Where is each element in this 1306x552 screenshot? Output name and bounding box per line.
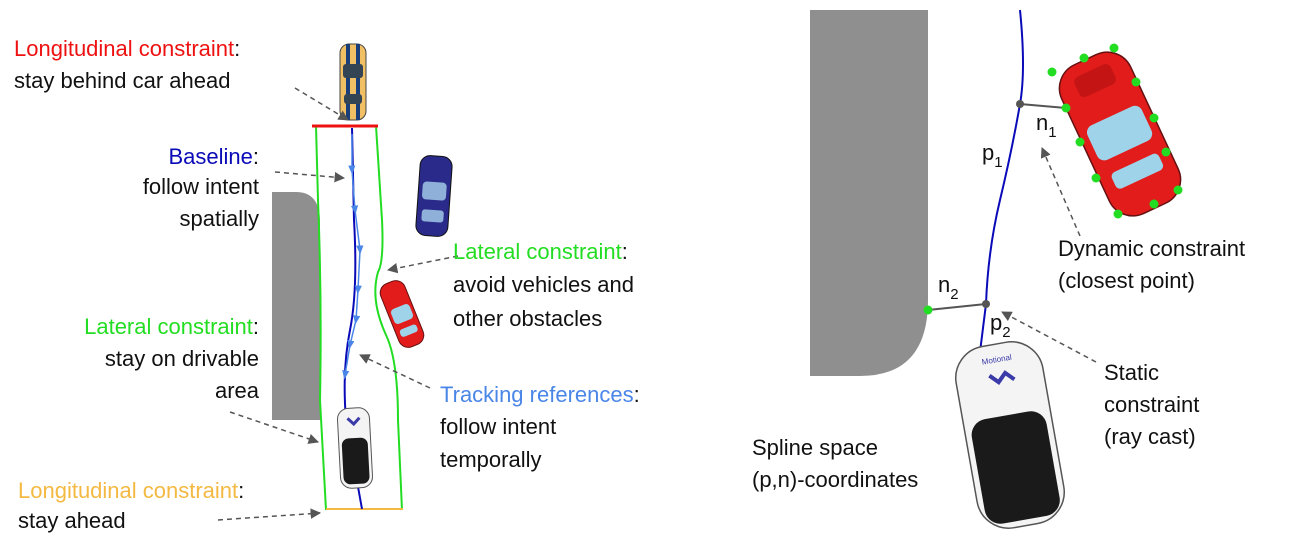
static-obstacle-block [810,10,928,376]
car-ahead-icon [339,43,367,121]
dynamic-contour-points [1047,43,1183,219]
label-baseline: Baseline: [168,144,259,169]
label-lateral-drivable-desc-2: area [215,378,260,403]
label-p1: p1 [982,140,1003,171]
spline-point-p1 [1016,100,1024,108]
label-baseline-desc-1: follow intent [143,174,259,199]
static-contact-point [923,305,933,315]
label-static-constraint-3: (ray cast) [1104,424,1196,449]
label-static-constraint-2: constraint [1104,392,1199,417]
label-n2: n2 [938,272,959,303]
label-baseline-desc-2: spatially [180,206,259,231]
label-tracking: Tracking references: [440,382,640,407]
ego-car-icon [336,407,374,489]
label-dynamic-constraint: Dynamic constraint [1058,236,1245,261]
label-static-constraint-1: Static [1104,360,1159,385]
label-tracking-desc-2: temporally [440,447,541,472]
leader-arrows [217,87,459,521]
normal-n2-line [927,303,987,311]
ego-vehicle-icon: Motional [955,341,1065,529]
label-spline-coordinates: (p,n)-coordinates [752,467,918,492]
leader-arrows-right [1001,147,1097,363]
spline-point-p2 [982,300,990,308]
obstacle-car-icon [379,280,425,348]
label-lateral-obstacles-desc-2: other obstacles [453,306,602,331]
label-n1: n1 [1036,110,1057,141]
label-lateral-obstacles-desc-1: avoid vehicles and [453,272,634,297]
oncoming-car-icon [415,155,453,237]
label-tracking-desc-1: follow intent [440,414,556,439]
label-lateral-obstacles: Lateral constraint: [453,239,628,264]
label-spline-space: Spline space [752,435,878,460]
label-dynamic-constraint-desc: (closest point) [1058,268,1195,293]
normal-n1-line [1019,103,1067,109]
label-longitudinal-ahead-desc: stay behind car ahead [14,68,231,93]
label-lateral-drivable: Lateral constraint: [84,314,259,339]
label-lateral-drivable-desc-1: stay on drivable [105,346,259,371]
spline-path [979,9,1024,353]
tracking-references-path [342,134,364,380]
label-p2: p2 [990,310,1011,341]
label-longitudinal-ahead: Longitudinal constraint: [14,36,240,61]
lateral-corridor-left-edge [315,125,327,511]
lateral-corridor-right-edge [374,125,403,511]
dynamic-obstacle-car-icon [1058,51,1182,217]
label-longitudinal-behind: Longitudinal constraint: [18,478,244,503]
drivable-area-boundary-left [272,192,320,420]
label-longitudinal-behind-desc: stay ahead [18,508,126,533]
